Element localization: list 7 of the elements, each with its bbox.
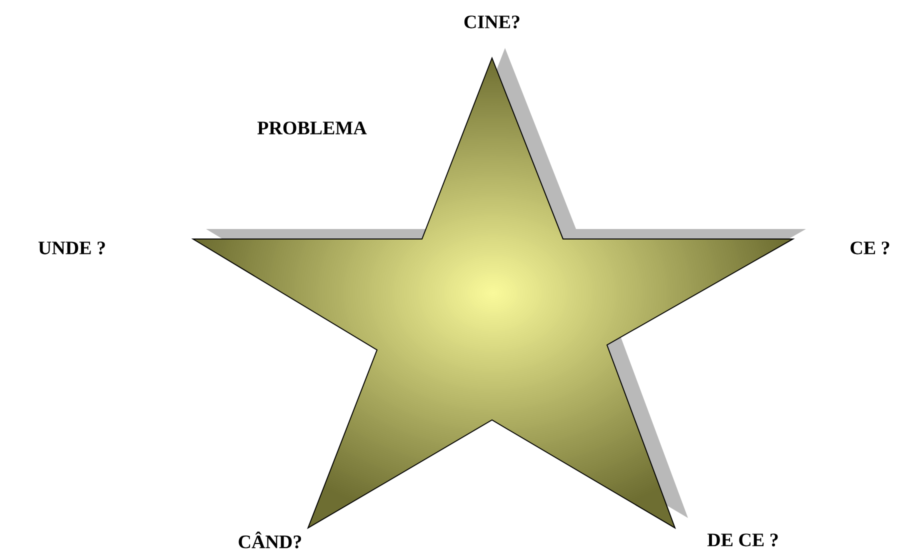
question-label: PROBLEMA: [257, 122, 367, 134]
question-label: CÂND?: [238, 532, 302, 548]
question-label: CE ?: [850, 242, 890, 254]
question-label: DE CE ?: [707, 534, 778, 546]
star-shape: [191, 48, 806, 530]
question-label: CINE?: [464, 16, 520, 28]
question-label: UNDE ?: [38, 242, 105, 254]
